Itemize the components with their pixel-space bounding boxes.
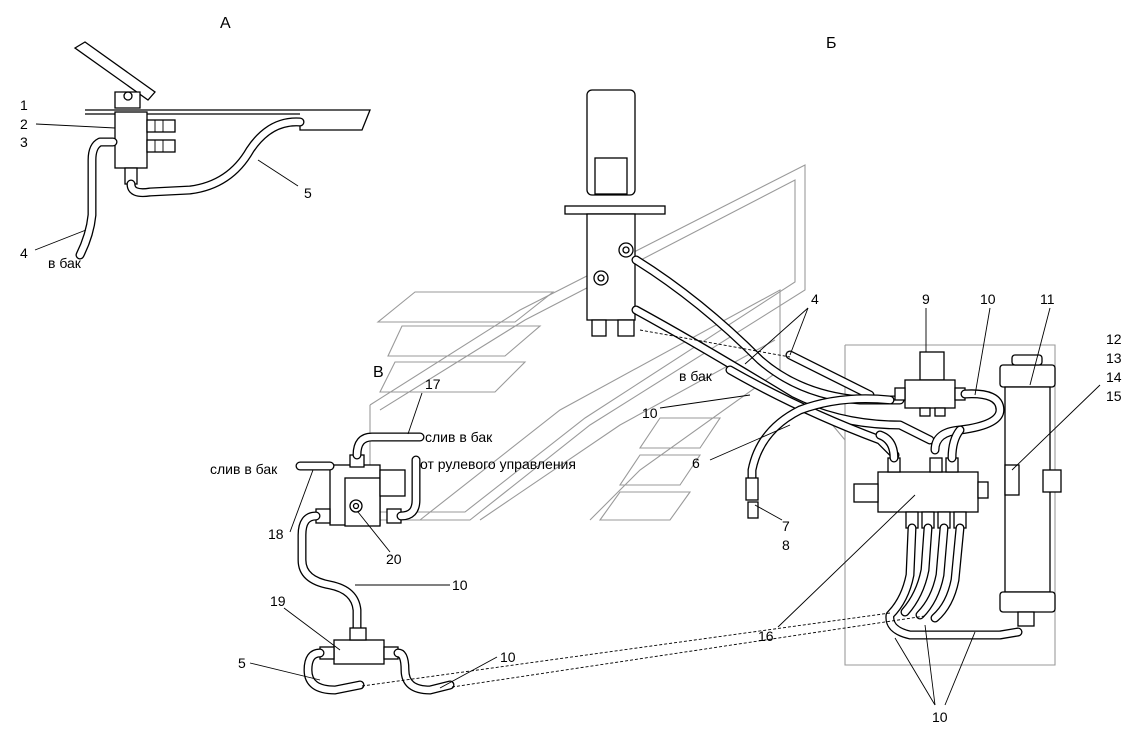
label-8: 8 — [782, 537, 790, 553]
hose-return-6 — [745, 394, 895, 519]
steering-column-assembly — [564, 89, 666, 337]
distributor-16 — [853, 425, 1023, 640]
label-16: 16 — [758, 628, 774, 644]
label-10-top: 10 — [980, 291, 996, 307]
label-17: 17 — [425, 376, 441, 392]
dashed-connections — [361, 329, 926, 688]
text-to-tank-b: в бак — [679, 368, 713, 384]
label-11: 11 — [1040, 291, 1055, 307]
label-4-view-a: 4 — [20, 245, 28, 261]
label-15: 15 — [1106, 388, 1122, 404]
view-v-valve-block — [295, 432, 455, 695]
label-7: 7 — [782, 518, 790, 534]
filter-11 — [999, 354, 1062, 627]
label-2: 2 — [20, 116, 28, 132]
label-10-view-v-right: 10 — [500, 649, 516, 665]
view-a-pedal-assembly — [34, 41, 371, 260]
view-label-v: В — [373, 364, 384, 381]
label-5-view-v: 5 — [238, 655, 246, 671]
text-drain-tank-1: слив в бак — [425, 429, 493, 445]
label-5-view-a: 5 — [304, 185, 312, 201]
view-label-b: Б — [826, 35, 837, 52]
text-drain-tank-2: слив в бак — [210, 461, 278, 477]
label-10-left: 10 — [642, 405, 658, 421]
leader-lines — [249, 307, 1101, 706]
label-13: 13 — [1106, 350, 1122, 366]
valve-9 — [894, 351, 1005, 455]
label-10-view-v: 10 — [452, 577, 468, 593]
label-18: 18 — [268, 526, 284, 542]
label-10-bottom: 10 — [932, 709, 948, 725]
label-14: 14 — [1106, 369, 1122, 385]
label-1: 1 — [20, 97, 28, 113]
text-from-steering: от рулевого управления — [420, 456, 576, 472]
label-6: 6 — [692, 455, 700, 471]
label-9: 9 — [922, 291, 930, 307]
text-to-tank-a: в бак — [48, 255, 82, 271]
label-20: 20 — [386, 551, 402, 567]
label-12: 12 — [1106, 331, 1122, 347]
label-19: 19 — [270, 593, 286, 609]
view-label-a: А — [220, 15, 231, 32]
label-3: 3 — [20, 134, 28, 150]
label-4-view-b: 4 — [811, 291, 819, 307]
